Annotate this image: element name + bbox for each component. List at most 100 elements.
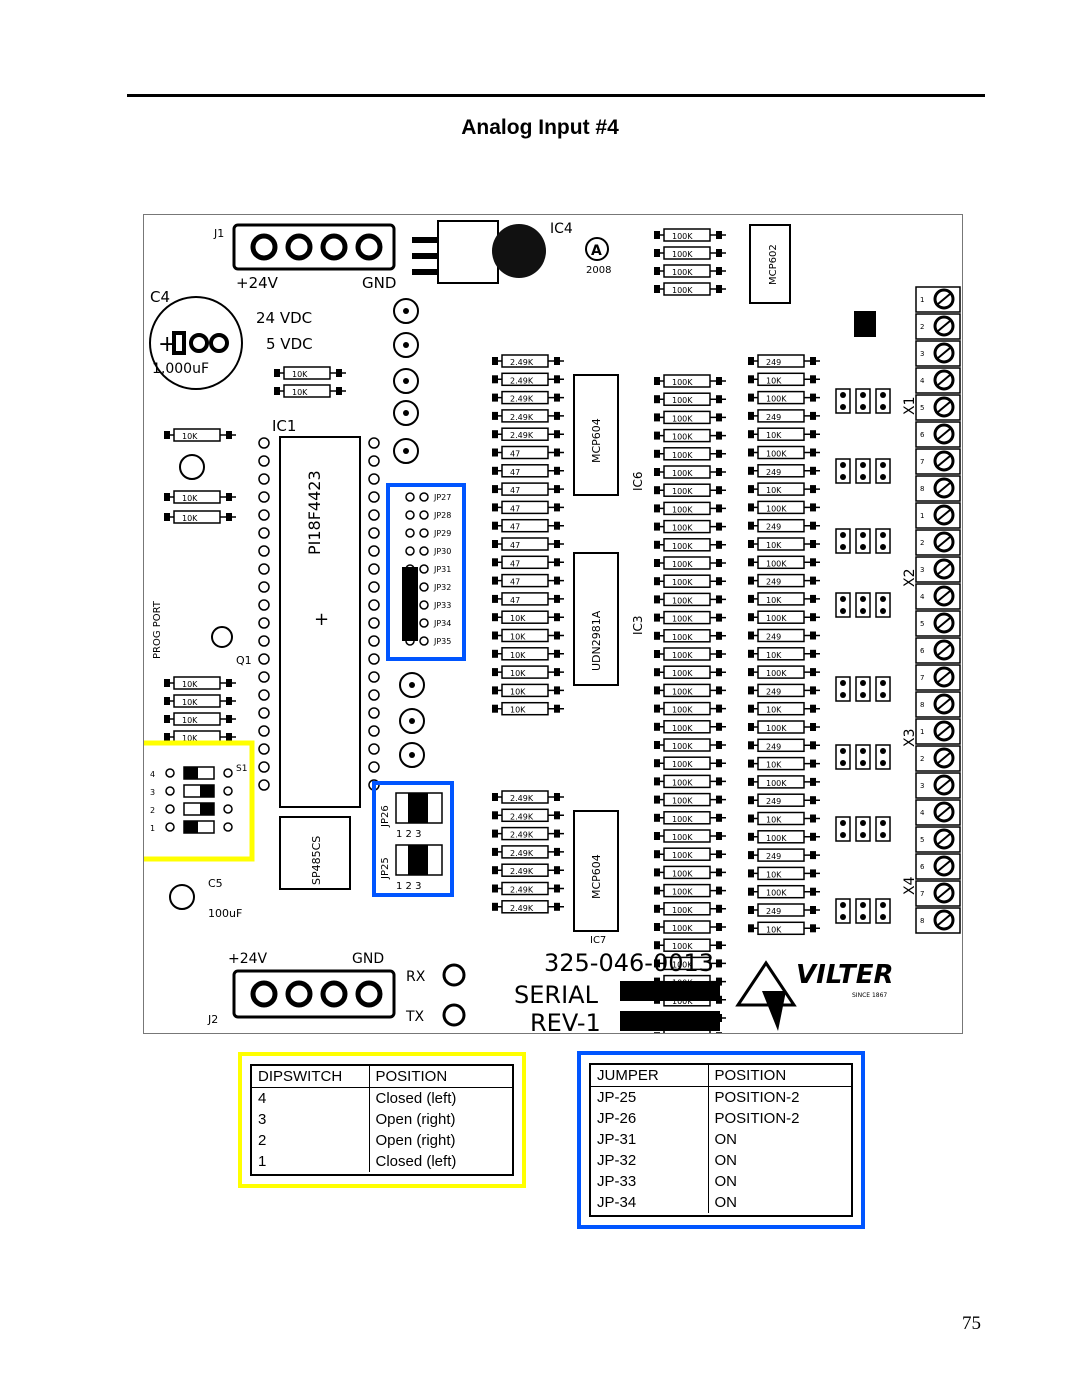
svg-text:100K: 100K	[672, 706, 693, 715]
c4-label: C4	[150, 288, 170, 306]
jumper-id: JP-33	[591, 1171, 709, 1192]
svg-text:1 2 3: 1 2 3	[396, 881, 421, 892]
plus24-top-label: +24V	[236, 274, 279, 292]
jumper-position: ON	[714, 1194, 738, 1211]
svg-text:10K: 10K	[510, 706, 526, 715]
svg-text:10K: 10K	[182, 514, 198, 523]
svg-text:100K: 100K	[766, 724, 787, 733]
svg-text:100K: 100K	[672, 487, 693, 496]
svg-text:2: 2	[920, 323, 924, 331]
svg-text:100K: 100K	[672, 724, 693, 733]
part-number: 325-046-0013	[544, 949, 714, 977]
svg-text:2.49K: 2.49K	[510, 413, 534, 422]
vdc24-label: 24 VDC	[256, 309, 312, 327]
svg-text:100K: 100K	[672, 596, 693, 605]
page-title: Analog Input #4	[461, 116, 619, 139]
x1-label: X1	[902, 397, 918, 416]
svg-text:2.49K: 2.49K	[510, 358, 534, 367]
svg-text:10K: 10K	[182, 432, 198, 441]
svg-text:249: 249	[766, 633, 781, 642]
svg-text:10K: 10K	[292, 388, 308, 397]
svg-text:4: 4	[920, 809, 925, 817]
dip-switch-number: 3	[252, 1109, 370, 1130]
svg-text:100K: 100K	[672, 687, 693, 696]
table-row: JP-25 POSITION-2	[591, 1086, 851, 1108]
svg-text:100K: 100K	[766, 779, 787, 788]
svg-text:10K: 10K	[766, 541, 782, 550]
jumper-id: JP-32	[591, 1150, 709, 1171]
svg-text:249: 249	[766, 578, 781, 587]
svg-text:100K: 100K	[672, 414, 693, 423]
svg-text:2.49K: 2.49K	[510, 431, 534, 440]
svg-text:10K: 10K	[292, 370, 308, 379]
svg-text:100K: 100K	[672, 378, 693, 387]
svg-text:47: 47	[510, 559, 520, 568]
svg-text:2: 2	[920, 539, 924, 547]
svg-text:100K: 100K	[766, 669, 787, 678]
svg-text:47: 47	[510, 468, 520, 477]
svg-text:SINCE 1867: SINCE 1867	[852, 992, 887, 999]
dip-switch-number: 4	[252, 1087, 370, 1109]
svg-text:10K: 10K	[510, 651, 526, 660]
jumper-table: JUMPER POSITION JP-25 POSITION-2 JP-26 P…	[577, 1051, 865, 1229]
jumper-position: POSITION-2	[714, 1110, 800, 1127]
vdc5-label: 5 VDC	[266, 335, 313, 353]
svg-text:4: 4	[920, 593, 925, 601]
svg-text:1 2 3: 1 2 3	[396, 829, 421, 840]
jumper-position: ON	[714, 1152, 738, 1169]
svg-text:47: 47	[510, 504, 520, 513]
svg-text:JP33: JP33	[433, 601, 451, 610]
svg-text:7: 7	[920, 458, 924, 466]
svg-text:100K: 100K	[672, 815, 693, 824]
svg-text:100K: 100K	[672, 742, 693, 751]
dipswitch-table: DIPSWITCH POSITION 4 Closed (left) 3 Ope…	[238, 1052, 526, 1188]
s1-label: S1	[236, 764, 247, 774]
svg-text:100K: 100K	[672, 560, 693, 569]
svg-text:10K: 10K	[766, 486, 782, 495]
svg-text:2.49K: 2.49K	[510, 376, 534, 385]
svg-text:100K: 100K	[766, 450, 787, 459]
year-label: 2008	[586, 265, 611, 276]
jumper-header-position: POSITION	[708, 1065, 851, 1087]
svg-text:100K: 100K	[672, 760, 693, 769]
jumper-header-jumper: JUMPER	[591, 1065, 709, 1087]
svg-text:4: 4	[150, 770, 155, 779]
svg-text:1: 1	[920, 512, 924, 520]
table-row: 2 Open (right)	[252, 1130, 512, 1151]
svg-text:47: 47	[510, 486, 520, 495]
svg-text:10K: 10K	[766, 596, 782, 605]
svg-text:JP35: JP35	[433, 637, 451, 646]
svg-text:100K: 100K	[672, 906, 693, 915]
svg-text:100K: 100K	[672, 396, 693, 405]
svg-text:5: 5	[920, 620, 924, 628]
table-row: JP-32 ON	[591, 1150, 851, 1171]
svg-text:JP30: JP30	[433, 547, 451, 556]
svg-text:3: 3	[920, 350, 924, 358]
svg-text:2: 2	[920, 755, 924, 763]
svg-text:JP31: JP31	[433, 565, 451, 574]
ic1-label: IC1	[272, 417, 296, 435]
dip-switch-position: Open (right)	[375, 1132, 456, 1149]
ic7-part: MCP604	[590, 854, 603, 899]
svg-text:10K: 10K	[510, 614, 526, 623]
table-row: JP-26 POSITION-2	[591, 1108, 851, 1129]
svg-text:2.49K: 2.49K	[510, 395, 534, 404]
svg-text:1: 1	[150, 824, 155, 833]
svg-text:2.49K: 2.49K	[510, 794, 534, 803]
table-row: JP-31 ON	[591, 1129, 851, 1150]
svg-text:249: 249	[766, 468, 781, 477]
svg-text:10K: 10K	[766, 816, 782, 825]
svg-text:10K: 10K	[766, 376, 782, 385]
svg-text:4: 4	[920, 377, 925, 385]
page-number: 75	[962, 1313, 981, 1334]
svg-text:100K: 100K	[766, 889, 787, 898]
svg-text:2.49K: 2.49K	[510, 904, 534, 913]
svg-text:100K: 100K	[672, 778, 693, 787]
ic7-label: IC7	[590, 935, 606, 946]
svg-text:100K: 100K	[672, 960, 693, 969]
svg-text:10K: 10K	[182, 698, 198, 707]
gnd-bot-label: GND	[352, 951, 384, 967]
svg-text:7: 7	[920, 890, 924, 898]
jumper-id: JP-26	[591, 1108, 709, 1129]
svg-text:2.49K: 2.49K	[510, 831, 534, 840]
